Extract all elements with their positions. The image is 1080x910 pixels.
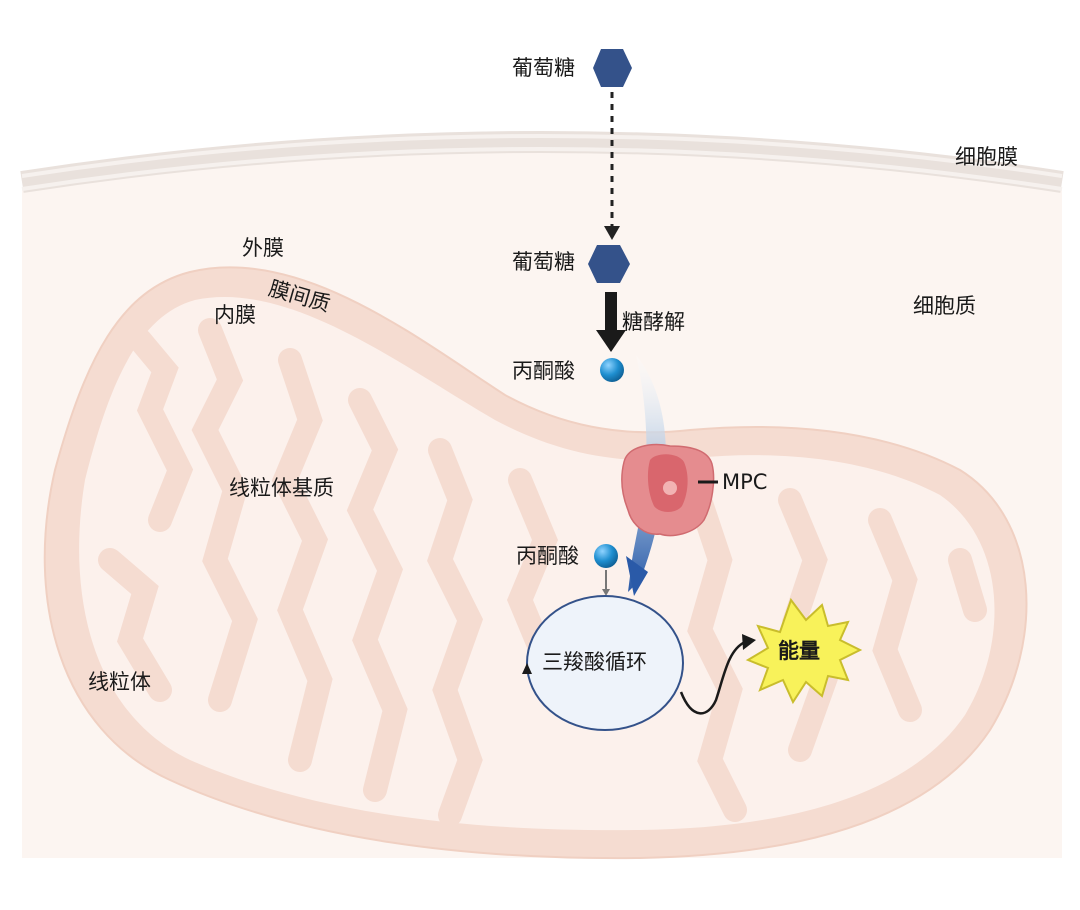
cell-membrane-line-outer <box>21 134 1063 178</box>
mitochondrion-label: 线粒体 <box>88 670 151 694</box>
tca-cycle-label: 三羧酸循环 <box>542 650 647 674</box>
glycolysis-label: 糖酵解 <box>622 310 685 334</box>
cristae <box>98 318 987 827</box>
pyruvate-transport-arrowhead <box>626 556 648 596</box>
glucose-inside-label: 葡萄糖 <box>512 250 575 274</box>
glucose-inside-hexagon-icon <box>588 245 630 283</box>
energy-arrow <box>679 640 746 715</box>
inner-membrane-label: 内膜 <box>214 303 256 327</box>
cell-membrane-label: 细胞膜 <box>955 145 1018 169</box>
glucose-transport-arrowhead <box>604 226 620 240</box>
glycolysis-arrow-shaft <box>605 292 617 332</box>
energy-starburst-icon <box>745 597 863 705</box>
outer-membrane-label: 外膜 <box>242 236 284 260</box>
pyruvate-to-tca-arrowhead <box>602 589 610 596</box>
cytoplasm-label: 细胞质 <box>913 294 976 318</box>
mpc-label: MPC <box>722 470 768 494</box>
pyruvate-cytosol-label: 丙酮酸 <box>512 359 575 383</box>
glucose-outside-hexagon-icon <box>593 49 632 87</box>
glucose-outside-label: 葡萄糖 <box>512 56 575 80</box>
pyruvate-matrix-sphere-icon <box>594 544 618 568</box>
energy-arrowhead <box>742 634 756 650</box>
tca-cycle-arrowhead <box>522 663 532 674</box>
cell-membrane <box>20 131 1064 193</box>
glycolysis-arrowhead <box>596 330 626 352</box>
cell-membrane-line-inner <box>21 147 1063 191</box>
matrix-label: 线粒体基质 <box>229 476 334 500</box>
pyruvate-cytosol-sphere-icon <box>600 358 624 382</box>
energy-label: 能量 <box>778 639 820 663</box>
mpc-transporter-icon <box>621 443 715 537</box>
pyruvate-matrix-label: 丙酮酸 <box>516 544 579 568</box>
